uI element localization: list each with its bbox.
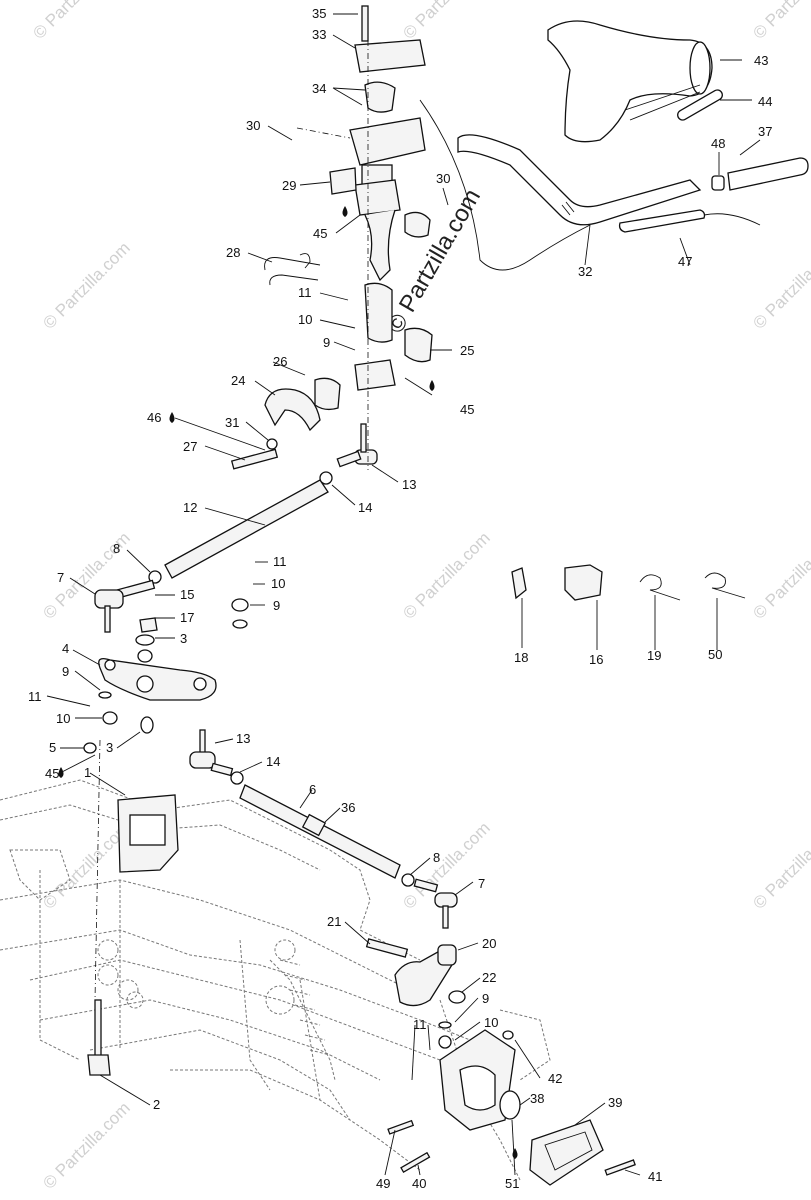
callout-9: 9: [482, 991, 489, 1006]
callout-14: 14: [358, 500, 372, 515]
callout-49: 49: [376, 1176, 390, 1191]
callout-38: 38: [530, 1091, 544, 1106]
callout-35: 35: [312, 6, 326, 21]
watermark: © Partzilla.com: [749, 818, 811, 912]
callout-8: 8: [433, 850, 440, 865]
watermark: © Partzilla.com: [39, 1098, 133, 1192]
callout-20: 20: [482, 936, 496, 951]
handlebar: [419, 99, 809, 271]
callout-labels: 35 33 34 30 29 45 30 28 11 10 9 25 26 24…: [28, 6, 772, 1191]
callout-1: 1: [84, 765, 91, 780]
callout-3: 3: [106, 740, 113, 755]
callout-9: 9: [62, 664, 69, 679]
callout-9: 9: [273, 598, 280, 613]
callout-36: 36: [341, 800, 355, 815]
column-support-bracket: [87, 794, 179, 1076]
u-bolt: [264, 253, 321, 286]
callout-14: 14: [266, 754, 280, 769]
callout-29: 29: [282, 178, 296, 193]
callout-30: 30: [246, 118, 260, 133]
centerlines: [94, 40, 369, 1001]
callout-13: 13: [402, 477, 416, 492]
oil-drop-icon: [58, 767, 64, 778]
callout-11: 11: [413, 1017, 427, 1032]
callout-11: 11: [28, 689, 42, 704]
callout-26: 26: [273, 354, 287, 369]
callout-6: 6: [309, 782, 316, 797]
callout-18: 18: [514, 650, 528, 665]
callout-11: 11: [273, 554, 287, 569]
callout-44: 44: [758, 94, 772, 109]
callout-22: 22: [482, 970, 496, 985]
callout-45: 45: [460, 402, 474, 417]
callout-3: 3: [180, 631, 187, 646]
leader-lines: [46, 13, 761, 1176]
callout-45: 45: [313, 226, 327, 241]
callout-2: 2: [153, 1097, 160, 1112]
watermark: © Partzilla.com: [399, 528, 493, 622]
oil-drop-icon: [512, 1148, 518, 1159]
watermark: © Partzilla.com: [29, 0, 123, 43]
vehicle-frame-outline: [0, 779, 551, 1181]
callout-27: 27: [183, 439, 197, 454]
callout-50: 50: [708, 647, 722, 662]
callout-46: 46: [147, 410, 161, 425]
callout-9: 9: [323, 335, 330, 350]
callout-30: 30: [436, 171, 450, 186]
callout-43: 43: [754, 53, 768, 68]
callout-4: 4: [62, 641, 69, 656]
callout-5: 5: [49, 740, 56, 755]
callout-17: 17: [180, 610, 194, 625]
watermark: © Partzilla.com: [749, 238, 811, 332]
callout-48: 48: [711, 136, 725, 151]
callout-13: 13: [236, 731, 250, 746]
callout-31: 31: [225, 415, 239, 430]
tie-rod-lower: [189, 729, 458, 929]
steering-arm-lower: [365, 938, 636, 1186]
callout-8: 8: [113, 541, 120, 556]
callout-15: 15: [180, 587, 194, 602]
callout-16: 16: [589, 652, 603, 667]
callout-37: 37: [758, 124, 772, 139]
callout-41: 41: [648, 1169, 662, 1184]
handlebar-cover: [547, 20, 723, 143]
oil-drop-icons: [58, 206, 518, 1159]
callout-39: 39: [608, 1095, 622, 1110]
watermark: © Partzilla.com: [39, 238, 133, 332]
clamp-assembly: [230, 377, 341, 470]
callout-11: 11: [298, 285, 312, 300]
watermark: © Partzilla.com: [749, 528, 811, 622]
callout-45: 45: [45, 766, 59, 781]
oil-drop-icon: [429, 380, 435, 391]
callout-32: 32: [578, 264, 592, 279]
callout-47: 47: [678, 254, 692, 269]
callout-33: 33: [312, 27, 326, 42]
watermark: © Partzilla.com: [399, 0, 493, 43]
tie-rod-upper: [94, 423, 378, 633]
callout-40: 40: [412, 1176, 426, 1191]
oil-drop-icon: [342, 206, 348, 217]
steering-column-upper: [329, 5, 433, 391]
callout-21: 21: [327, 914, 341, 929]
electrical-parts: [511, 564, 746, 601]
callout-7: 7: [478, 876, 485, 891]
callout-51: 51: [505, 1176, 519, 1191]
callout-19: 19: [647, 648, 661, 663]
callout-10: 10: [298, 312, 312, 327]
oil-drop-icon: [169, 412, 175, 423]
callout-34: 34: [312, 81, 326, 96]
callout-42: 42: [548, 1071, 562, 1086]
callout-7: 7: [57, 570, 64, 585]
watermark: © Partzilla.com: [749, 0, 811, 43]
pitman-arm: [83, 598, 249, 754]
callout-10: 10: [271, 576, 285, 591]
callout-12: 12: [183, 500, 197, 515]
callout-24: 24: [231, 373, 245, 388]
callout-10: 10: [56, 711, 70, 726]
callout-25: 25: [460, 343, 474, 358]
callout-28: 28: [226, 245, 240, 260]
watermark-layer: © Partzilla.com © Partzilla.com © Partzi…: [29, 0, 811, 1193]
callout-10: 10: [484, 1015, 498, 1030]
